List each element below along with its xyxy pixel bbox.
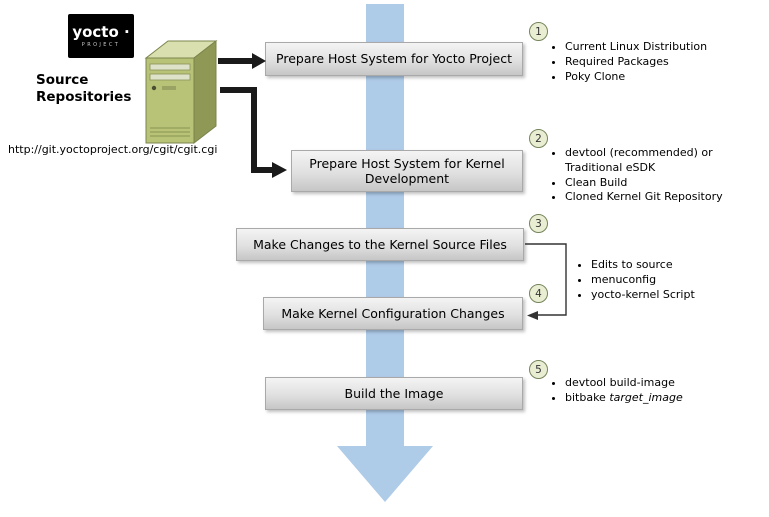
bullet-item: Edits to source	[591, 258, 741, 273]
step-number-badge-5: 5	[529, 360, 548, 379]
yocto-logo-brand: yocto ·	[72, 23, 130, 41]
step-number-badge-2: 2	[529, 129, 548, 148]
bullet-item: devtool (recommended) or Traditional eSD…	[565, 146, 753, 176]
server-icon	[144, 39, 218, 145]
bracket-steps-3-4-icon	[525, 243, 567, 320]
step-box-make-config-changes: Make Kernel Configuration Changes	[263, 297, 523, 330]
repository-url: http://git.yoctoproject.org/cgit/cgit.cg…	[8, 143, 218, 156]
arrow-server-to-step1-icon	[218, 53, 266, 69]
bullet-item: Poky Clone	[565, 70, 740, 85]
source-repositories-line1: Source	[36, 72, 89, 88]
bullet-item: devtool build-image	[565, 376, 747, 391]
bullet-item: menuconfig	[591, 273, 741, 288]
arrow-server-to-step2-icon	[220, 87, 287, 178]
step5-bullet-list: devtool build-image bitbake target_image	[552, 376, 747, 406]
step-box-label: Build the Image	[344, 385, 444, 401]
step2-bullet-list: devtool (recommended) or Traditional eSD…	[552, 146, 753, 205]
step-box-prepare-host-kernel: Prepare Host System for Kernel Developme…	[291, 150, 523, 192]
yocto-logo: yocto · PROJECT	[68, 14, 134, 58]
bullet-item: Cloned Kernel Git Repository	[565, 190, 753, 205]
step-number-badge-3: 3	[529, 214, 548, 233]
bullet-item: Required Packages	[565, 55, 740, 70]
bullet-item-text: bitbake	[565, 390, 610, 404]
step-box-label: Prepare Host System for Yocto Project	[276, 51, 512, 67]
bullet-item: yocto-kernel Script	[591, 288, 741, 303]
step-box-label: Prepare Host System for Kernel Developme…	[309, 155, 505, 187]
step-box-make-source-changes: Make Changes to the Kernel Source Files	[236, 228, 524, 261]
step-box-build-image: Build the Image	[265, 377, 523, 410]
step-box-prepare-host-yocto: Prepare Host System for Yocto Project	[265, 42, 523, 76]
steps-3-4-shared-bullet-list: Edits to source menuconfig yocto-kernel …	[578, 258, 741, 302]
bullet-item: bitbake target_image	[565, 391, 747, 406]
step-box-label: Make Changes to the Kernel Source Files	[253, 236, 507, 252]
source-repositories-label: Source Repositories	[36, 72, 131, 106]
flow-arrow-shaft	[366, 4, 404, 447]
source-repositories-line2: Repositories	[36, 89, 132, 105]
step1-bullet-list: Current Linux Distribution Required Pack…	[552, 40, 740, 84]
step-box-label: Make Kernel Configuration Changes	[281, 305, 505, 321]
step-number-badge-4: 4	[529, 284, 548, 303]
bullet-item: Current Linux Distribution	[565, 40, 740, 55]
step-number-badge-1: 1	[529, 22, 548, 41]
yocto-logo-subtext: PROJECT	[81, 42, 121, 48]
flow-arrow-head-icon	[337, 446, 433, 502]
bullet-item: Clean Build	[565, 176, 753, 191]
bullet-item-emphasis: target_image	[609, 390, 683, 404]
